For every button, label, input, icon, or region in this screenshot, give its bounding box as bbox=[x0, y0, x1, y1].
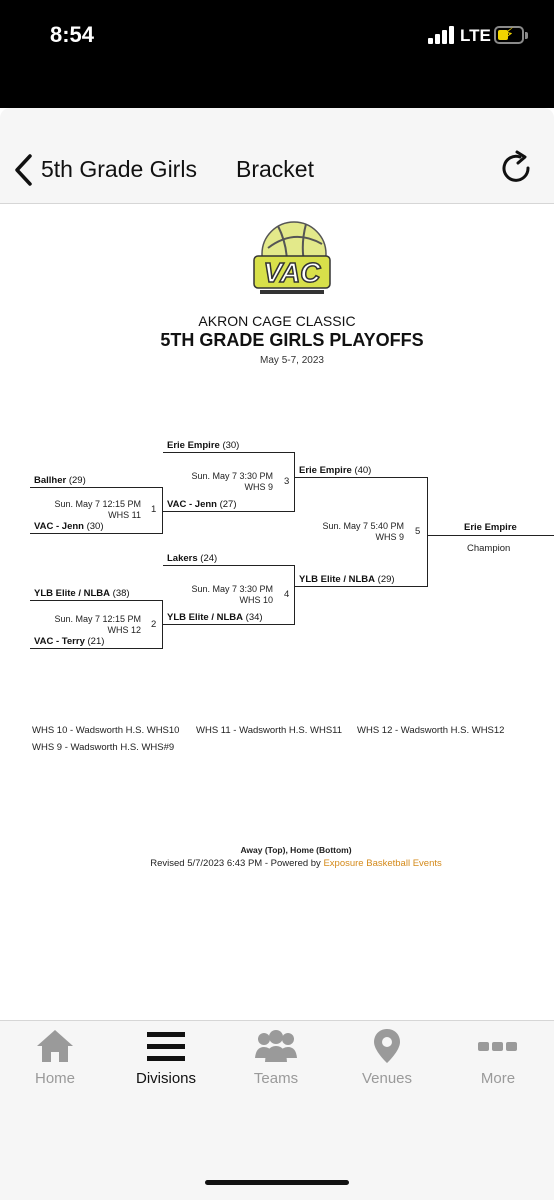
powered-by-link[interactable]: Exposure Basketball Events bbox=[323, 858, 442, 869]
signal-icon bbox=[428, 26, 456, 44]
vac-logo: VAC bbox=[253, 221, 331, 294]
chevron-left-icon[interactable] bbox=[12, 152, 36, 188]
bracket-team[interactable]: YLB Elite / NLBA (38) bbox=[34, 588, 130, 599]
location-pin-icon bbox=[374, 1029, 400, 1063]
refresh-icon[interactable] bbox=[500, 150, 534, 186]
tab-divisions[interactable]: Divisions bbox=[111, 1028, 221, 1087]
game-number: 5 bbox=[415, 526, 421, 537]
bracket-team[interactable]: VAC - Jenn (27) bbox=[167, 499, 237, 510]
tab-home[interactable]: Home bbox=[0, 1028, 110, 1087]
away-home-note: Away (Top), Home (Bottom) bbox=[240, 845, 352, 855]
bracket-team[interactable]: VAC - Jenn (30) bbox=[34, 521, 104, 532]
division-title: 5TH GRADE GIRLS PLAYOFFS bbox=[160, 330, 424, 350]
page-title: Bracket bbox=[236, 156, 314, 182]
champion-team[interactable]: Erie Empire bbox=[464, 522, 517, 533]
event-dates: May 5-7, 2023 bbox=[260, 355, 324, 366]
bracket-team[interactable]: VAC - Terry (21) bbox=[34, 636, 105, 647]
bracket-team[interactable]: YLB Elite / NLBA (34) bbox=[167, 612, 263, 623]
bracket-team[interactable]: Ballher (29) bbox=[34, 475, 86, 486]
game-number: 4 bbox=[284, 589, 290, 600]
venue-legend-whs10: WHS 10 - Wadsworth H.S. WHS10 bbox=[32, 725, 180, 736]
nav-header: 5th Grade Girls Bracket bbox=[0, 108, 554, 204]
game-number: 2 bbox=[151, 619, 157, 630]
bracket-content bbox=[0, 205, 554, 1020]
status-time: 8:54 bbox=[50, 22, 95, 47]
game-number: 1 bbox=[151, 504, 157, 515]
tab-more[interactable]: More bbox=[443, 1028, 553, 1087]
more-dots-icon bbox=[478, 1042, 517, 1051]
venue-legend-whs9: WHS 9 - Wadsworth H.S. WHS#9 bbox=[32, 742, 175, 753]
people-icon bbox=[255, 1030, 297, 1062]
revised-text: Revised 5/7/2023 6:43 PM - Powered by Ex… bbox=[150, 858, 442, 869]
bracket-team[interactable]: Lakers (24) bbox=[167, 553, 218, 564]
champion-label: Champion bbox=[467, 543, 511, 554]
status-bar: 8:54 LTE ⚡ bbox=[0, 0, 554, 108]
bracket-team[interactable]: Erie Empire (30) bbox=[167, 440, 240, 451]
svg-text:VAC: VAC bbox=[263, 257, 321, 288]
network-label: LTE bbox=[460, 26, 491, 45]
tab-teams[interactable]: Teams bbox=[221, 1028, 331, 1087]
event-name: AKRON CAGE CLASSIC bbox=[198, 313, 356, 329]
battery-icon: ⚡ bbox=[494, 26, 524, 44]
tab-venues[interactable]: Venues bbox=[332, 1028, 442, 1087]
bracket-team[interactable]: YLB Elite / NLBA (29) bbox=[299, 574, 395, 585]
venue-legend-whs11: WHS 11 - Wadsworth H.S. WHS11 bbox=[196, 725, 343, 736]
game-number: 3 bbox=[284, 476, 290, 487]
venue-legend-whs12: WHS 12 - Wadsworth H.S. WHS12 bbox=[357, 725, 505, 736]
home-icon bbox=[37, 1030, 73, 1062]
home-indicator bbox=[205, 1180, 349, 1185]
menu-icon bbox=[147, 1032, 185, 1061]
bracket-team[interactable]: Erie Empire (40) bbox=[299, 465, 372, 476]
back-button[interactable]: 5th Grade Girls bbox=[41, 156, 197, 182]
